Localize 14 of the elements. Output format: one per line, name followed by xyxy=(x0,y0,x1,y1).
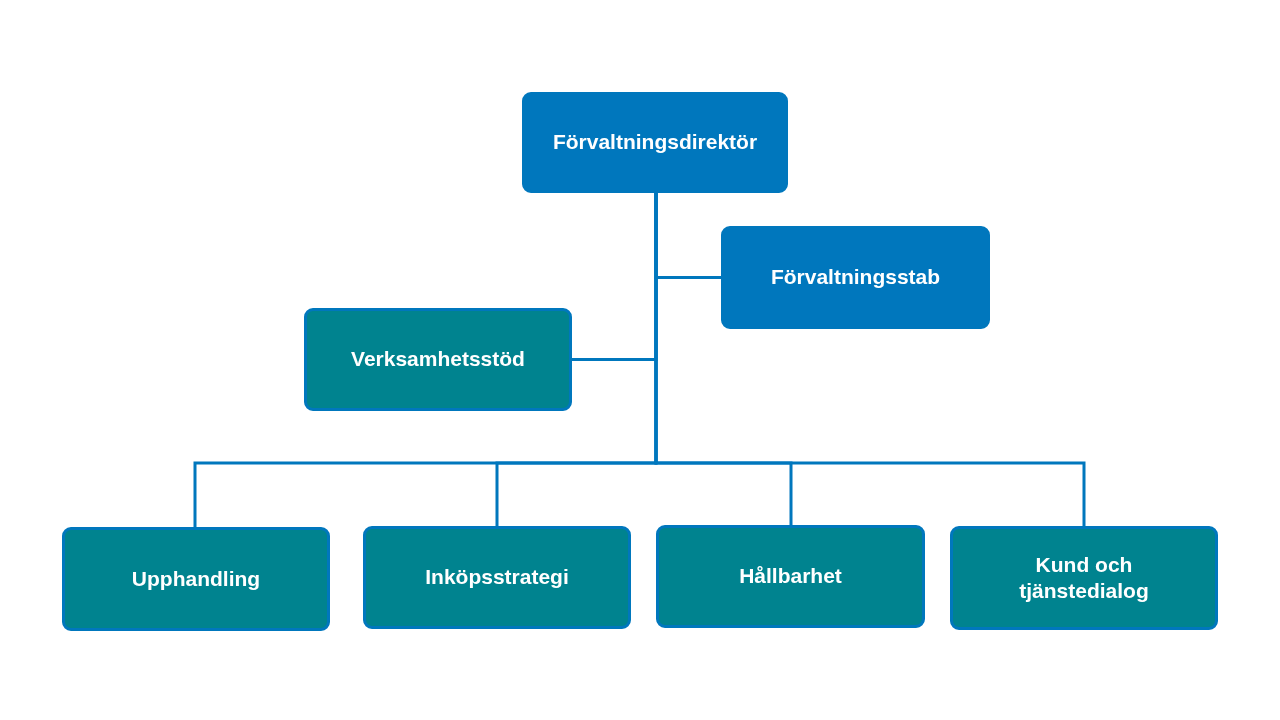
unit-name: Förvaltningsstab xyxy=(770,264,941,291)
org-unit-box xyxy=(62,527,330,631)
org-unit-box xyxy=(950,526,1218,630)
org-unit-box xyxy=(363,526,631,629)
org-unit-box xyxy=(304,308,572,411)
unit-name: Inköpsstrategi xyxy=(425,564,569,591)
unit-name: Kund och tjänstedialog xyxy=(1018,551,1150,604)
org-unit-box xyxy=(522,92,788,193)
unit-name: Hållbarhet xyxy=(739,563,842,590)
unit-name: Upphandling xyxy=(131,565,261,592)
org-unit-box xyxy=(656,525,925,628)
unit-name: Verksamhetsstöd xyxy=(351,346,525,373)
org-unit-box xyxy=(721,226,990,329)
unit-name: Förvaltningsdirektör xyxy=(552,129,758,156)
